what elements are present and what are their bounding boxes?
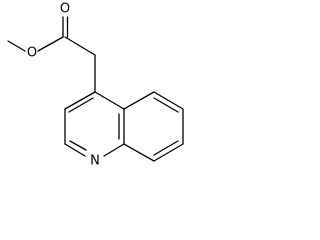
- quinoline-acetate-structure: O O N: [7, 2, 184, 169]
- bond-c2-n-inner: [69, 140, 87, 151]
- bond-c7-c8-inner: [153, 140, 179, 156]
- bond-methyl-oxygen: [7, 40, 26, 52]
- bond-c4a-c4: [94, 91, 125, 110]
- bond-carbonyl-ch2: [64, 36, 96, 56]
- ester-side-chain: [7, 16, 96, 93]
- bond-c4-c3: [64, 91, 96, 110]
- bond-oxygen-carbonyl: [37, 36, 64, 52]
- ring-nitrogen-label: N: [90, 154, 100, 169]
- ester-oxygen-label: O: [27, 46, 37, 61]
- benzene-ring: [123, 91, 184, 162]
- bond-c4a-c5: [123, 91, 155, 110]
- pyridine-ring: [64, 91, 125, 157]
- bond-c5-c6-inner: [153, 97, 179, 113]
- bond-c5-c6: [153, 91, 184, 110]
- bond-c4-c3-inner: [68, 97, 94, 113]
- bond-c8-c8a: [123, 143, 155, 162]
- bond-c2-n: [64, 143, 86, 157]
- bond-n-c8a: [103, 143, 125, 157]
- carbonyl-oxygen-label: O: [60, 2, 70, 17]
- bond-c7-c8: [153, 143, 184, 162]
